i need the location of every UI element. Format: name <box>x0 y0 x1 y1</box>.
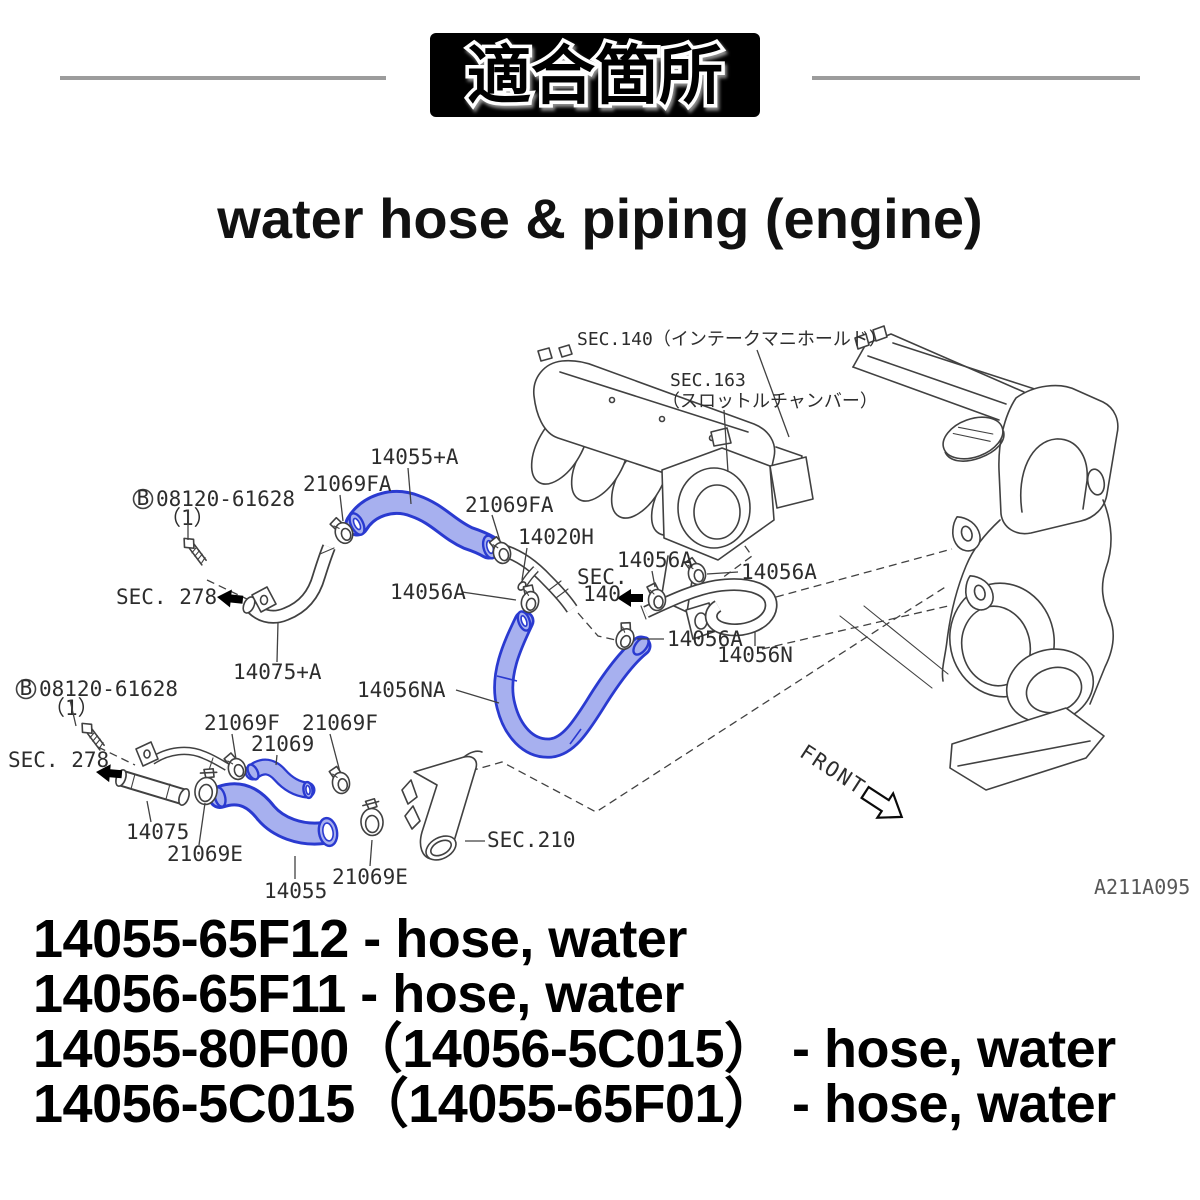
label-21069e-1: 21069E <box>167 842 243 866</box>
parts-diagram: FRONT SEC.140（インテークマニホールド） SEC.163 （スロット… <box>8 325 1190 903</box>
label-bolt-qty-1: （1） <box>160 506 215 530</box>
label-21069f-2: 21069F <box>302 711 378 735</box>
water-outlet-sec210 <box>401 750 483 861</box>
label-14020h: 14020H <box>518 525 594 549</box>
label-sec163: SEC.163 <box>670 370 746 391</box>
bolt-08120-1 <box>176 534 213 567</box>
part-number-line: 14055-80F00（14056-5C015） - hose, water <box>33 1019 1116 1079</box>
label-14056n: 14056N <box>717 643 793 667</box>
label-sec210: SEC.210 <box>487 828 576 852</box>
label-14056a-bottom: 14056A <box>667 627 743 651</box>
label-14055: 14055 <box>264 879 327 903</box>
page-title: 適合箇所 <box>467 40 723 112</box>
label-14056na: 14056NA <box>357 678 446 702</box>
label-sec140-short-2: 140 <box>583 582 621 606</box>
metal-water-pipes <box>115 544 778 861</box>
compatible-parts-list: 14055-65F12 - hose, water 14056-65F11 - … <box>33 912 1116 1132</box>
label-bolt-part-2: 08120-61628 <box>39 677 178 701</box>
diagram-labels: SEC.140（インテークマニホールド） SEC.163 （スロットルチャンバー… <box>8 329 1190 903</box>
engine-boss-upper <box>952 516 981 552</box>
front-direction-indicator: FRONT <box>796 740 904 819</box>
title-banner: 適合箇所 <box>430 33 760 117</box>
bolt-callout-1: B 08120-61628 （1） <box>132 486 295 540</box>
title-rule-left <box>60 76 386 80</box>
front-label: FRONT <box>796 740 870 800</box>
title-rule-right <box>812 76 1140 80</box>
label-14056a-right: 14056A <box>741 560 817 584</box>
drawing-code: A211A095 <box>1094 875 1190 899</box>
label-bolt-circle-2: B <box>20 676 33 700</box>
sec278-arrow-icon-1 <box>216 588 244 609</box>
label-21069: 21069 <box>251 732 314 756</box>
engine-boss-lower <box>965 575 994 611</box>
label-bolt-circle-1: B <box>137 486 150 510</box>
label-14056a-left: 14056A <box>390 580 466 604</box>
label-sec163-sub: （スロットルチャンバー） <box>662 391 878 412</box>
label-21069fa-2: 21069FA <box>465 493 554 517</box>
front-arrow-icon <box>860 785 904 819</box>
throttle-chamber <box>660 427 814 640</box>
hose-14056na-highlight <box>493 610 652 759</box>
part-number-line: 14056-5C015（14055-65F01） - hose, water <box>33 1074 1116 1134</box>
label-bolt-part-1: 08120-61628 <box>156 487 295 511</box>
label-21069f-1: 21069F <box>204 711 280 735</box>
label-sec278-1: SEC. 278 <box>116 585 217 609</box>
label-14075-plus-a: 14075+A <box>233 660 322 684</box>
label-14056a-top: 14056A <box>617 548 693 572</box>
page-subtitle: water hose & piping (engine) <box>217 187 983 250</box>
bolt-callout-2: B 08120-61628 （1） <box>15 676 178 727</box>
part-number-line: 14056-65F11 - hose, water <box>33 964 684 1024</box>
bolt-08120-2 <box>74 719 111 752</box>
highlighted-hoses <box>208 490 652 848</box>
part-number-line: 14055-65F12 - hose, water <box>33 909 687 969</box>
label-21069e-2: 21069E <box>332 865 408 889</box>
label-sec278-2: SEC. 278 <box>8 748 109 772</box>
title-banner-svg: 適合箇所 <box>464 37 727 116</box>
label-sec140-short-1: SEC. <box>577 565 628 589</box>
label-14055-plus-a: 14055+A <box>370 445 459 469</box>
hose-14055-highlight <box>208 782 339 848</box>
oil-filler-cap <box>942 416 1005 462</box>
label-21069fa-1: 21069FA <box>303 472 392 496</box>
label-14075: 14075 <box>126 820 189 844</box>
clamp-21069e-2 <box>358 797 385 838</box>
hose-21069-highlight <box>244 758 316 800</box>
label-sec140-full: SEC.140（インテークマニホールド） <box>577 329 887 350</box>
engine-block <box>839 325 1119 791</box>
